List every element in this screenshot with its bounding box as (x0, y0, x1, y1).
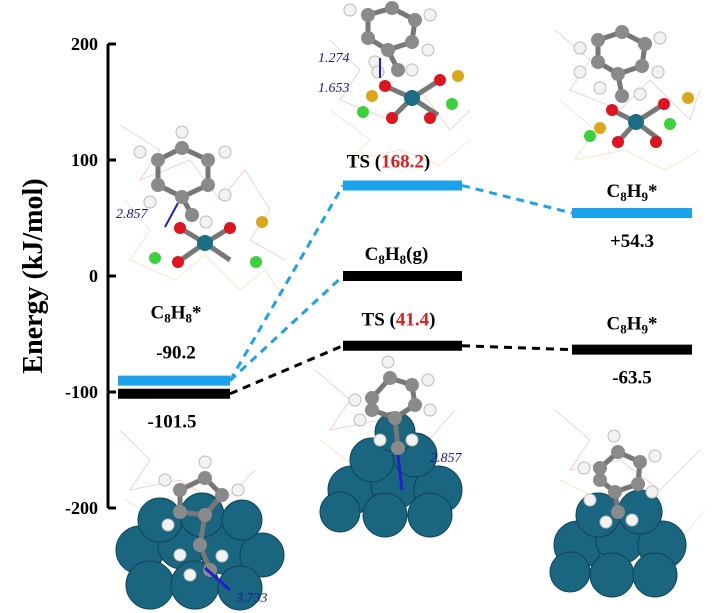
formula-label-c8h8-ads-blue: C8H8* (150, 303, 201, 326)
y-tick-label: -200 (65, 498, 98, 518)
value-label-c8h8-ads-black: -101.5 (147, 412, 196, 433)
adsorbate-center (348, 355, 437, 491)
y-tick-label: 200 (71, 34, 98, 54)
y-tick-label: -100 (65, 382, 98, 402)
connectors (228, 184, 573, 396)
formula-label-c8h8-gas: C8H8(g) (365, 244, 429, 267)
y-axis-ticks: -200 -100 0 100 200 (65, 34, 116, 518)
formula-label-c8h9-black: C8H9* (606, 314, 657, 337)
y-tick-label: 0 (89, 266, 98, 286)
adsorbate-left (158, 455, 245, 592)
value-label-c8h8-ads-blue: -90.2 (156, 343, 196, 364)
level-labels: C8H8* -90.2 -101.5 TS (168.2) C8H8(g) TS (41.… (147, 152, 657, 433)
adsorbate-right (577, 429, 662, 529)
value-label-c8h9-blue: +54.3 (610, 231, 654, 252)
molecule-c8h8-adsorbed (133, 125, 268, 268)
formula-label-c8h9-blue: C8H9* (606, 181, 657, 204)
energy-levels (118, 180, 692, 399)
ts-label-ts-black: TS (41.4) (362, 310, 436, 331)
connector-c8h8-ads-blue-ts-blue (228, 184, 345, 382)
distance-label: 2.857 (116, 207, 149, 222)
connector-ts-black-c8h9-black (461, 344, 573, 352)
distance-label: 2.857 (430, 451, 463, 466)
connector-c8h8-ads-blue-c8h8-gas (228, 274, 345, 382)
ts-label-ts-blue: TS (168.2) (347, 152, 430, 173)
distance-label: 3.733 (235, 591, 268, 606)
molecule-c8h9-blue (573, 25, 694, 148)
distance-label: 1.274 (318, 51, 350, 66)
connector-c8h8-ads-black-ts-black (229, 344, 344, 396)
value-label-c8h9-black: -63.5 (612, 368, 652, 389)
y-tick-label: 100 (71, 150, 98, 170)
connector-ts-blue-c8h9-blue (461, 184, 573, 215)
metal-cluster-center (319, 411, 463, 538)
molecule-ts-blue (343, 1, 464, 124)
y-axis-label: Energy (kJ/mol) (18, 178, 49, 373)
distance-label: 1.653 (318, 81, 350, 96)
